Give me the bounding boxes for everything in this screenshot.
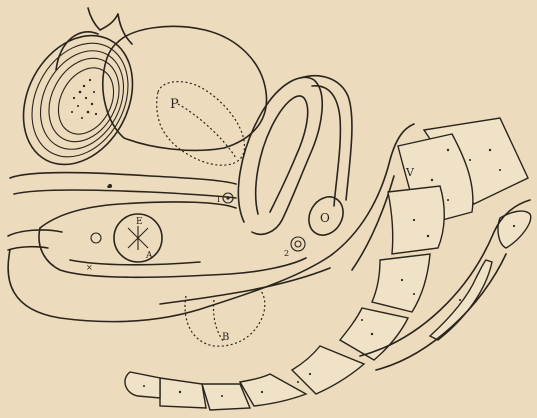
label-v: V	[405, 166, 415, 179]
label-p: P	[170, 97, 179, 112]
horizontal-organ	[8, 173, 306, 278]
label-one: 1	[216, 195, 221, 204]
label-o: O	[320, 211, 330, 225]
curved-tube	[238, 76, 352, 235]
small-markers: × •	[86, 183, 111, 272]
main-curve	[8, 124, 414, 322]
label-b: B	[222, 332, 229, 343]
concentric-mass	[2, 16, 154, 183]
marker-two: 2	[284, 237, 305, 258]
upper-organ	[56, 8, 267, 150]
label-dot: •	[106, 183, 111, 192]
dashed-outline-p: P	[157, 82, 245, 166]
label-two: 2	[284, 249, 289, 258]
spinal-column: V	[125, 118, 531, 410]
label-x: ×	[86, 263, 93, 272]
oval-o: O	[302, 191, 350, 242]
circle-marker	[91, 233, 101, 243]
mass-speckle	[71, 79, 97, 119]
label-e: E	[136, 217, 143, 227]
marker-one: 1	[216, 193, 233, 204]
label-a: A	[145, 251, 153, 261]
circle-ea: E A	[114, 214, 162, 262]
